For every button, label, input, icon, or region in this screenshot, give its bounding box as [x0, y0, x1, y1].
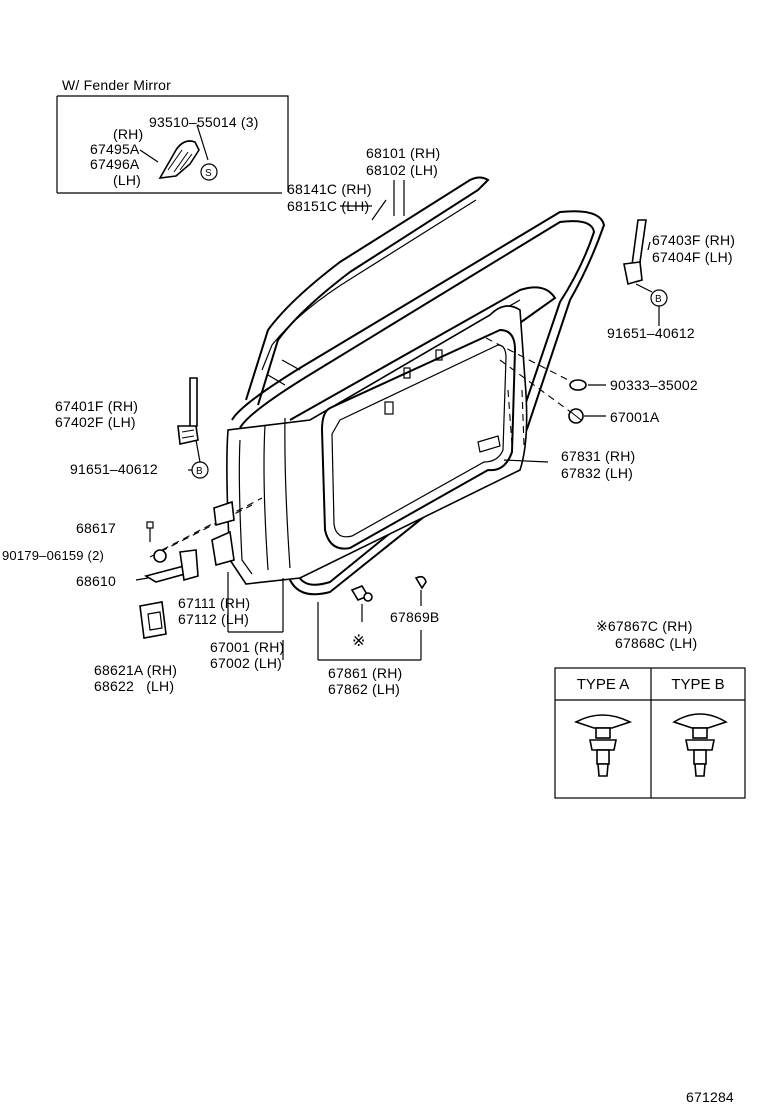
fender-mirror-inset: S — [56, 95, 289, 194]
label-67403f: 67403F (RH) — [652, 232, 736, 248]
label-67001: 67001 (RH) — [210, 639, 285, 655]
bracket-67403f: B — [623, 219, 668, 326]
label-68622: 68622 (LH) — [94, 678, 175, 694]
label-67402f: 67402F (LH) — [55, 414, 136, 430]
b-mark-left: B — [196, 466, 203, 477]
label-67869b: 67869B — [390, 609, 440, 625]
label-90179: 90179–06159 (2) — [2, 548, 105, 563]
label-67868c: 67868C (LH) — [615, 635, 698, 651]
label-93510: 93510–55014 (3) — [149, 114, 259, 130]
inset-title: W/ Fender Mirror — [62, 77, 171, 93]
type-b-clip-icon — [672, 713, 728, 777]
label-68617: 68617 — [76, 520, 116, 536]
label-67496a: 67496A — [90, 156, 140, 172]
label-68621a: 68621A (RH) — [94, 662, 178, 678]
door-check-68610 — [135, 521, 199, 583]
label-91651-left: 91651–40612 — [70, 461, 158, 477]
s-mark: S — [205, 168, 212, 179]
label-67831: 67831 (RH) — [561, 448, 636, 464]
label-67861: 67861 (RH) — [328, 665, 403, 681]
label-68151c: 68151C (LH) — [287, 198, 370, 214]
label-67112: 67112 (LH) — [178, 611, 250, 627]
s-mark-circle — [200, 163, 218, 181]
label-67495-rh: (RH) — [113, 126, 144, 142]
type-b-header: TYPE B — [671, 676, 725, 693]
star-mark: ※ — [352, 631, 365, 650]
hinge-pieces — [211, 500, 284, 633]
label-67111: 67111 (RH) — [178, 595, 251, 611]
label-67496-lh: (LH) — [113, 172, 142, 188]
label-68102: 68102 (LH) — [366, 162, 439, 178]
b-mark-right: B — [655, 294, 662, 305]
door-weatherstrip-67831 — [231, 210, 606, 596]
lower-hinge-68621a — [139, 601, 167, 639]
label-68610: 68610 — [76, 573, 116, 589]
plugs — [568, 379, 606, 424]
label-67404f: 67404F (LH) — [652, 249, 733, 265]
leader-lines — [282, 180, 549, 661]
type-a-header: TYPE A — [576, 676, 630, 693]
label-68101: 68101 (RH) — [366, 145, 441, 161]
clip-types-table — [554, 667, 746, 799]
label-67002: 67002 (LH) — [210, 655, 283, 671]
label-90333: 90333–35002 — [610, 377, 698, 393]
label-68141c: 68141C (RH) — [287, 181, 372, 197]
bracket-67401f: B — [177, 377, 209, 479]
label-67832: 67832 (LH) — [561, 465, 634, 481]
label-67862: 67862 (LH) — [328, 681, 401, 697]
label-67867c: ※67867C (RH) — [596, 618, 693, 634]
clips — [350, 575, 427, 622]
label-67001a: 67001A — [610, 409, 660, 425]
door-shell-67001 — [149, 305, 581, 585]
label-67401f: 67401F (RH) — [55, 398, 139, 414]
figure-id: 671284 — [686, 1089, 734, 1105]
label-67495a: 67495A — [90, 141, 140, 157]
type-a-clip-icon — [573, 714, 633, 777]
label-91651-right: 91651–40612 — [607, 325, 695, 341]
